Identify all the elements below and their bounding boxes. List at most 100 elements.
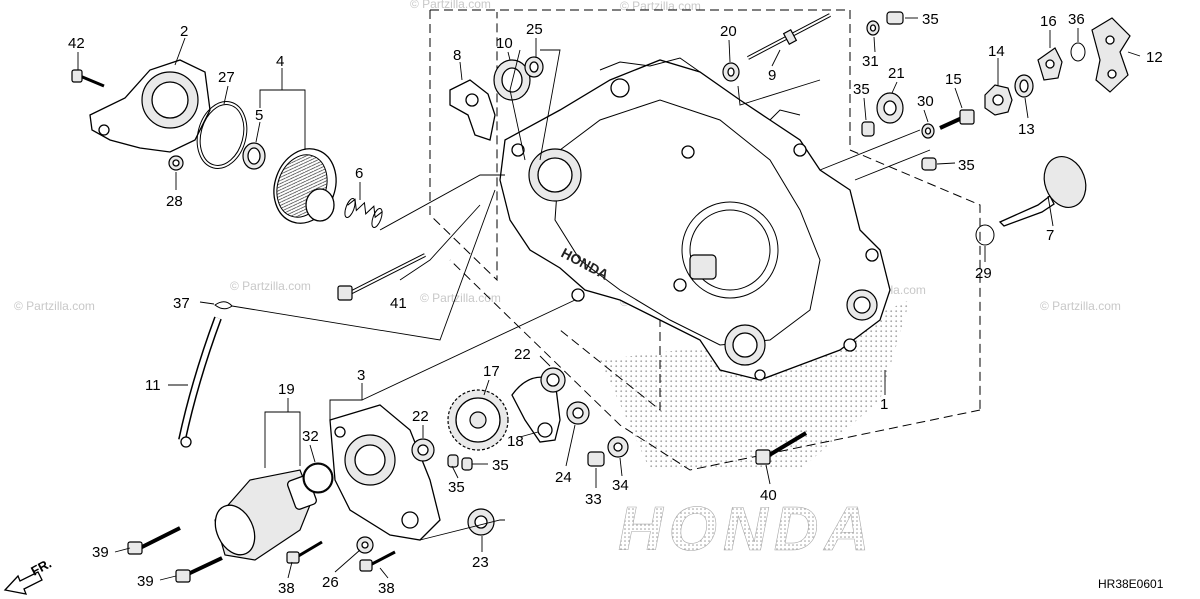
callout-39-lower[interactable]: 39 <box>137 573 154 590</box>
spring-13[interactable] <box>1014 74 1034 98</box>
callout-41[interactable]: 41 <box>390 295 407 312</box>
callout-17[interactable]: 17 <box>483 363 500 380</box>
callout-42[interactable]: 42 <box>68 35 85 52</box>
bolt-40[interactable] <box>755 431 808 465</box>
callout-9[interactable]: 9 <box>768 67 776 84</box>
callout-11[interactable]: 11 <box>145 377 161 394</box>
callout-7[interactable]: 7 <box>1046 227 1054 244</box>
callout-32[interactable]: 32 <box>302 428 319 445</box>
guide-8[interactable] <box>449 79 496 141</box>
callout-15[interactable]: 15 <box>945 71 962 88</box>
callout-22-upper[interactable]: 22 <box>514 346 531 363</box>
callout-18[interactable]: 18 <box>507 433 524 450</box>
callout-39-upper[interactable]: 39 <box>92 544 109 561</box>
dowel-pins-35[interactable] <box>447 454 473 471</box>
callout-3[interactable]: 3 <box>357 367 365 384</box>
dowel-35-mid[interactable] <box>861 121 875 137</box>
washer-34[interactable] <box>607 436 629 458</box>
callout-36[interactable]: 36 <box>1068 11 1085 28</box>
callout-35-right[interactable]: 35 <box>958 157 975 174</box>
clip-37[interactable] <box>214 301 233 310</box>
callout-24[interactable]: 24 <box>555 469 572 486</box>
oil-pump-assembly[interactable] <box>329 404 441 541</box>
oil-pump-gear[interactable] <box>447 389 509 451</box>
callout-27[interactable]: 27 <box>218 69 235 86</box>
callout-12[interactable]: 12 <box>1146 49 1163 66</box>
oil-seal-10[interactable] <box>493 59 531 101</box>
bearing-23[interactable] <box>467 508 495 536</box>
washer-31[interactable] <box>866 20 880 36</box>
callout-2[interactable]: 2 <box>180 23 188 40</box>
callout-25[interactable]: 25 <box>526 21 543 38</box>
washer-20[interactable] <box>722 62 740 82</box>
callout-31[interactable]: 31 <box>862 53 879 70</box>
callout-34[interactable]: 34 <box>612 477 629 494</box>
bolt-39-lower[interactable] <box>175 556 223 583</box>
callout-33[interactable]: 33 <box>585 491 602 508</box>
spring-6[interactable] <box>343 197 384 229</box>
o-ring-32[interactable] <box>302 462 334 494</box>
callout-35-pins[interactable]: 35 <box>448 479 465 496</box>
dipstick-7[interactable] <box>998 151 1093 227</box>
callout-23[interactable]: 23 <box>472 554 489 571</box>
callout-14[interactable]: 14 <box>988 43 1005 60</box>
callout-1[interactable]: 1 <box>880 396 888 413</box>
callout-40[interactable]: 40 <box>760 487 777 504</box>
o-ring-29[interactable] <box>975 224 995 246</box>
oil-filter[interactable] <box>264 140 346 232</box>
bolt-38-right[interactable] <box>359 550 396 572</box>
callout-28[interactable]: 28 <box>166 193 183 210</box>
callout-35-top[interactable]: 35 <box>922 11 939 28</box>
callout-26[interactable]: 26 <box>322 574 339 591</box>
oil-hose[interactable] <box>178 316 222 448</box>
bearing-21[interactable] <box>876 92 904 124</box>
washer-28[interactable] <box>168 155 184 171</box>
o-ring-27[interactable] <box>190 96 254 174</box>
front-arrow: FR. <box>3 556 54 595</box>
o-ring-36[interactable] <box>1070 42 1086 62</box>
callout-35-gear[interactable]: 35 <box>492 457 509 474</box>
bolt-41[interactable] <box>337 253 426 301</box>
callout-8[interactable]: 8 <box>453 47 461 64</box>
dowel-35-top[interactable] <box>886 11 904 25</box>
nut-33[interactable] <box>587 451 605 467</box>
washer-30[interactable] <box>921 123 935 139</box>
bolt-42[interactable] <box>71 69 105 88</box>
bearing-22-upper[interactable] <box>540 367 566 393</box>
callout-37[interactable]: 37 <box>173 295 190 312</box>
callout-6[interactable]: 6 <box>355 165 363 182</box>
callout-5[interactable]: 5 <box>255 107 263 124</box>
plate-16[interactable] <box>1037 47 1063 81</box>
o-ring-5[interactable] <box>242 142 266 170</box>
callout-10[interactable]: 10 <box>496 35 513 52</box>
starter-motor[interactable] <box>208 463 333 561</box>
rotor-14[interactable] <box>984 84 1013 116</box>
callout-20[interactable]: 20 <box>720 23 737 40</box>
callout-16[interactable]: 16 <box>1040 13 1057 30</box>
oil-filter-cover[interactable] <box>89 59 211 153</box>
o-ring-25[interactable] <box>524 56 544 78</box>
callout-21[interactable]: 21 <box>888 65 905 82</box>
callout-22-lower[interactable]: 22 <box>412 408 429 425</box>
crankcase-cover[interactable]: HONDA <box>499 57 891 381</box>
callout-38-left[interactable]: 38 <box>278 580 295 597</box>
washer-26[interactable] <box>356 536 374 554</box>
callout-19[interactable]: 19 <box>278 381 295 398</box>
watermark: © Partzilla.com <box>14 299 95 313</box>
callout-29[interactable]: 29 <box>975 265 992 282</box>
bolt-15[interactable] <box>939 109 975 130</box>
bolt-38-left[interactable] <box>286 540 323 564</box>
watermark: © Partzilla.com <box>230 279 311 293</box>
callout-4[interactable]: 4 <box>276 53 284 70</box>
bolt-39-upper[interactable] <box>127 526 181 555</box>
cover-12[interactable] <box>1091 17 1131 93</box>
callout-30[interactable]: 30 <box>917 93 934 110</box>
pin-9[interactable] <box>747 13 831 60</box>
bearing-24[interactable] <box>566 401 590 425</box>
callout-35-mid[interactable]: 35 <box>853 81 870 98</box>
callout-13[interactable]: 13 <box>1018 121 1035 138</box>
callout-38-right[interactable]: 38 <box>378 580 395 597</box>
bearing-22-lower[interactable] <box>411 438 435 462</box>
dowel-35-right[interactable] <box>921 157 937 171</box>
